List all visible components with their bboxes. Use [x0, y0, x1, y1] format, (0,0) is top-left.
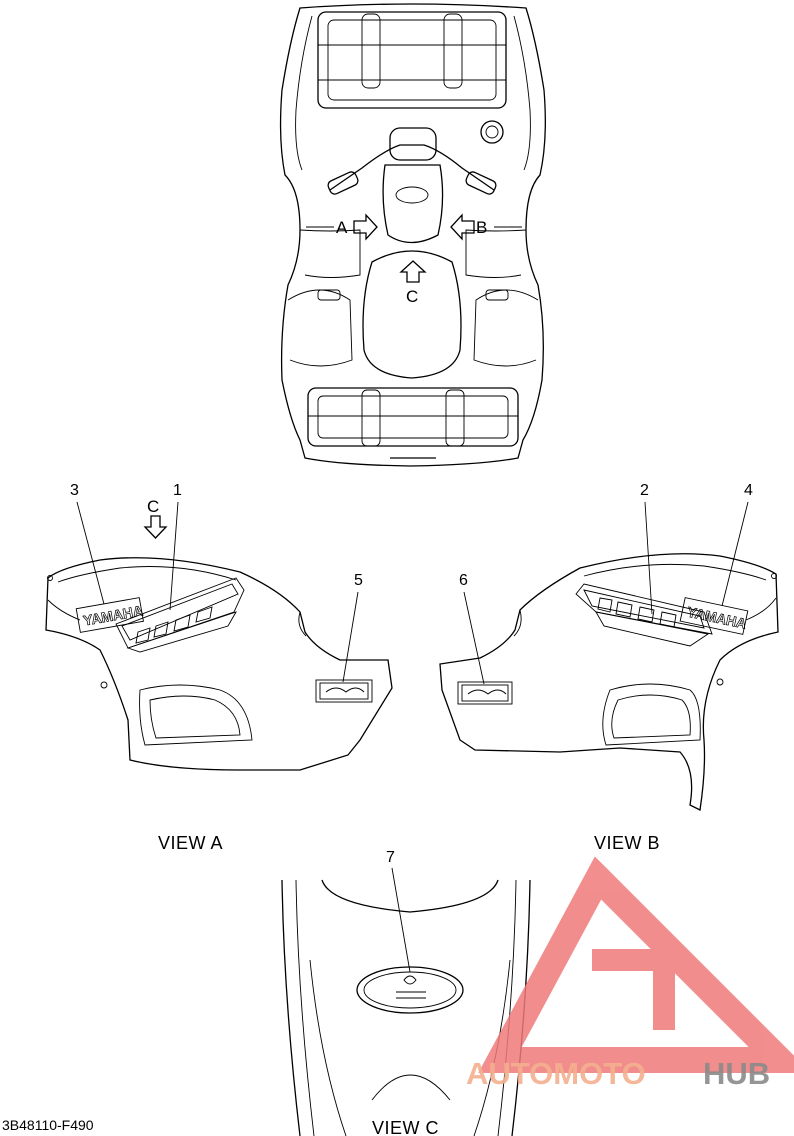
callout-7: 7 [386, 849, 411, 973]
callout-2: 2 [640, 482, 653, 615]
svg-text:3: 3 [70, 482, 79, 499]
svg-text:7: 7 [386, 849, 395, 866]
arrow-c: C [399, 260, 427, 306]
svg-text:AUTOMOTO: AUTOMOTO [466, 1056, 646, 1091]
view-a-panel: YAMAHA [45, 557, 393, 771]
view-c-panel [281, 879, 531, 1136]
label-c-view-a: C [147, 497, 159, 516]
view-b-panel: YAMAHA [439, 553, 779, 811]
arrow-a: A [306, 213, 378, 241]
callout-3: 3 [70, 482, 105, 605]
decal-yamaha-right: YAMAHA [679, 597, 749, 635]
view-c-caption: VIEW C [372, 1118, 439, 1136]
atv-top-view [279, 3, 546, 467]
svg-text:4: 4 [744, 482, 753, 499]
decal-yamaha-left: YAMAHA [75, 597, 144, 633]
callout-5: 5 [342, 572, 363, 683]
callout-4: 4 [721, 482, 753, 607]
label-c: C [406, 287, 418, 306]
view-a-caption: VIEW A [158, 833, 223, 853]
svg-text:YAMAHA: YAMAHA [686, 604, 748, 632]
label-b: B [476, 218, 487, 237]
svg-text:HUB: HUB [703, 1056, 770, 1091]
svg-text:5: 5 [354, 572, 363, 589]
callout-6: 6 [459, 572, 485, 685]
watermark-logo [478, 856, 794, 1073]
view-b-caption: VIEW B [594, 833, 660, 853]
svg-text:2: 2 [640, 482, 649, 499]
watermark-text: AUTOMOTO HUB [466, 1056, 770, 1091]
arrow-c-view-a: C [143, 497, 168, 539]
callout-1: 1 [169, 482, 182, 611]
svg-text:6: 6 [459, 572, 468, 589]
diagram-code: 3B48110-F490 [2, 1117, 94, 1133]
svg-text:1: 1 [173, 482, 182, 499]
label-a: A [336, 218, 348, 237]
arrow-b: B [450, 213, 522, 241]
